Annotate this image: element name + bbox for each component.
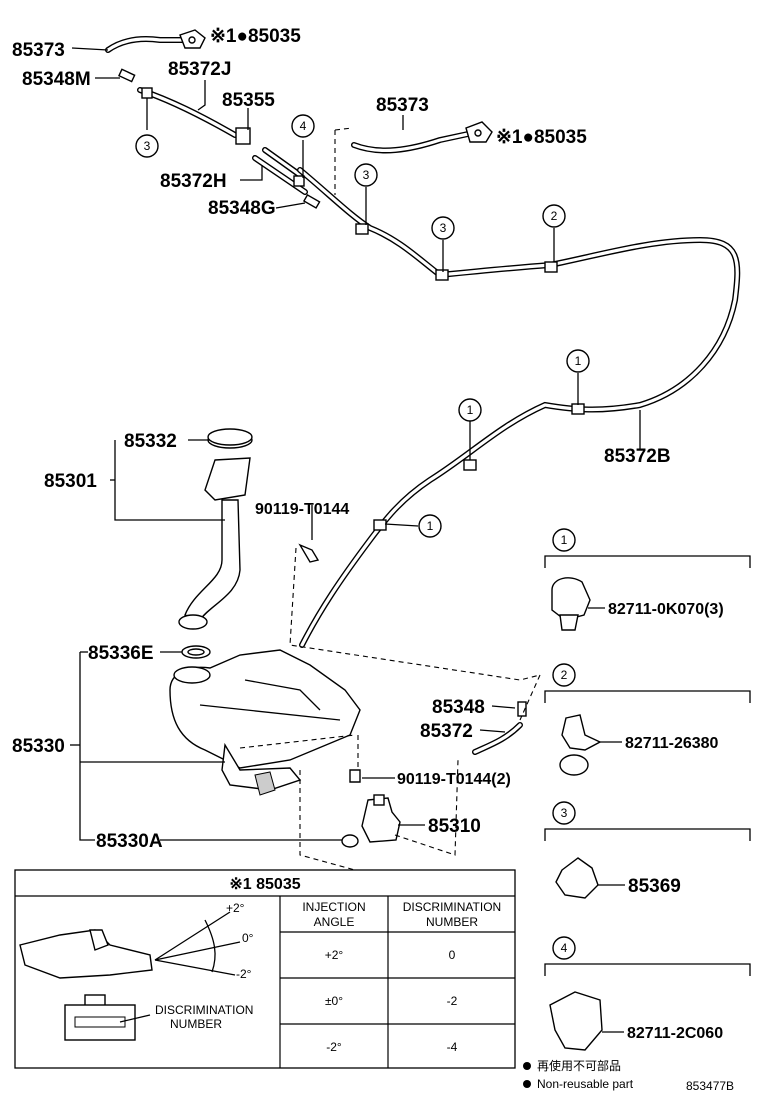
angle-label-plus2: +2° xyxy=(226,901,245,915)
label-85348: 85348 xyxy=(432,697,485,718)
legend-num-4: 4 xyxy=(561,941,568,955)
disc-label-line1: DISCRIMINATION xyxy=(155,1003,253,1017)
legend-item-2: 2 82711-26380 xyxy=(544,663,751,776)
label-85372J: 85372J xyxy=(168,59,231,80)
label-90119-T0144-2: 90119-T0144(2) xyxy=(397,771,511,788)
row-2-angle: ±0° xyxy=(325,994,343,1008)
bolts-90119 xyxy=(298,543,361,783)
inset-title: ※1 85035 xyxy=(229,876,300,893)
col-header-angle-2: ANGLE xyxy=(314,915,355,929)
clip-legend: 1 82711-0K070(3) 2 82711-26380 3 85369 xyxy=(544,528,751,1051)
row-3-angle: -2° xyxy=(326,1040,342,1054)
callout-3c: 3 xyxy=(440,221,447,235)
pump-85310 xyxy=(361,794,401,843)
label-85301: 85301 xyxy=(44,471,97,492)
label-85035-right: ※1●85035 xyxy=(496,127,587,148)
col-header-angle-1: INJECTION xyxy=(302,900,365,914)
diagram-code: 853477B xyxy=(686,1079,734,1093)
hose-85372 xyxy=(472,722,523,755)
row-3-number: -4 xyxy=(447,1040,458,1054)
tank-85330 xyxy=(169,649,361,796)
callout-3b: 3 xyxy=(363,168,370,182)
hose-85372J xyxy=(105,36,238,138)
label-85355: 85355 xyxy=(222,90,275,111)
col-header-number-2: NUMBER xyxy=(426,915,478,929)
legend-part-1: 82711-0K070(3) xyxy=(608,601,724,618)
callout-1a: 1 xyxy=(575,354,582,368)
note-jp: 再使用不可部品 xyxy=(537,1058,621,1073)
hose-85372B xyxy=(297,167,741,648)
label-85348M: 85348M xyxy=(22,69,91,90)
inlet-85301 xyxy=(178,457,251,630)
label-85336E: 85336E xyxy=(88,643,154,664)
legend-num-3: 3 xyxy=(561,806,568,820)
grommet-85330A xyxy=(341,834,359,848)
label-85372: 85372 xyxy=(420,721,473,742)
callout-3a: 3 xyxy=(144,139,151,153)
inset-table: INJECTION ANGLE DISCRIMINATION NUMBER +2… xyxy=(279,896,515,1068)
inset-disc-sketch xyxy=(64,994,151,1041)
legend-num-1: 1 xyxy=(561,533,568,547)
note-en: Non-reusable part xyxy=(537,1077,634,1091)
guide-lines xyxy=(239,127,541,871)
inset-nozzle-sketch xyxy=(19,911,241,979)
legend-part-3: 85369 xyxy=(628,876,681,897)
nozzle-inset: ※1 85035 +2° 0° -2° DISCRIMINATION NUMBE… xyxy=(14,869,516,1069)
legend-num-2: 2 xyxy=(561,668,568,682)
nozzle-85035-right xyxy=(465,121,493,143)
label-85348G: 85348G xyxy=(208,198,276,219)
callout-1b: 1 xyxy=(467,403,474,417)
row-1-angle: +2° xyxy=(325,948,344,962)
leader-lines xyxy=(70,47,641,841)
hose-85373-right xyxy=(351,131,471,154)
part-number-labels: 85373 ※1●85035 85348M 85372J 85355 85373… xyxy=(12,26,671,852)
label-85373-right: 85373 xyxy=(376,95,429,116)
legend-item-3: 3 85369 xyxy=(544,801,751,899)
label-85035-top: ※1●85035 xyxy=(210,26,301,47)
label-90119-T0144: 90119-T0144 xyxy=(255,501,349,518)
label-85330A: 85330A xyxy=(96,831,163,852)
legend-item-4: 4 82711-2C060 xyxy=(544,936,751,1051)
inlet-cap-85332 xyxy=(207,428,253,449)
callout-circles: 3 4 3 3 2 1 1 1 xyxy=(135,114,590,538)
label-85372B: 85372B xyxy=(604,446,671,467)
legend-item-1: 1 82711-0K070(3) xyxy=(544,528,751,631)
check-valves xyxy=(118,68,527,717)
footnotes: 再使用不可部品 Non-reusable part xyxy=(523,1058,634,1091)
legend-part-4: 82711-2C060 xyxy=(627,1025,723,1042)
label-85310: 85310 xyxy=(428,816,481,837)
callout-2: 2 xyxy=(551,209,558,223)
legend-part-2: 82711-26380 xyxy=(625,735,719,752)
angle-label-0: 0° xyxy=(242,931,254,945)
label-85372H: 85372H xyxy=(160,171,227,192)
angle-label-minus2: -2° xyxy=(236,967,252,981)
disc-label-line2: NUMBER xyxy=(170,1017,222,1031)
callout-4: 4 xyxy=(300,119,307,133)
label-85373-top: 85373 xyxy=(12,40,65,61)
label-85332: 85332 xyxy=(124,431,177,452)
seal-85336E xyxy=(181,645,211,659)
row-1-number: 0 xyxy=(449,948,456,962)
label-85330: 85330 xyxy=(12,736,65,757)
nozzle-85035-top xyxy=(179,29,206,49)
callout-1c: 1 xyxy=(427,519,434,533)
col-header-number-1: DISCRIMINATION xyxy=(403,900,501,914)
row-2-number: -2 xyxy=(447,994,458,1008)
hose-clips xyxy=(141,87,585,531)
